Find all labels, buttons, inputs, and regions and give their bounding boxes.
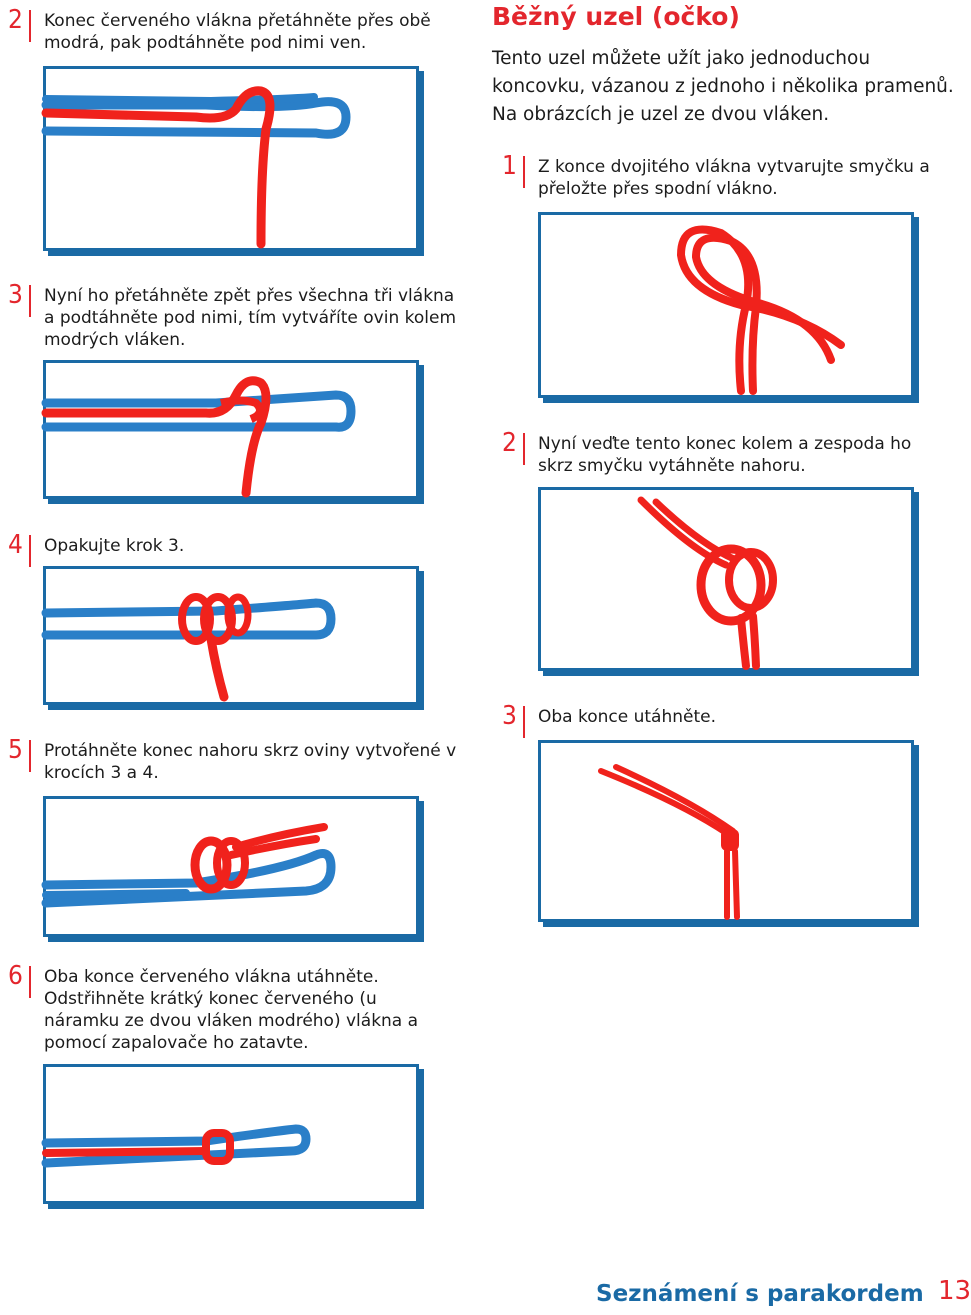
step-number: 5: [8, 735, 23, 765]
page-number: 13: [938, 1276, 971, 1306]
step-divider: [523, 156, 525, 188]
footer-section-title: Seznámení s parakordem: [596, 1281, 924, 1307]
knot-illustration: [676, 225, 845, 395]
knot-illustration: [41, 1124, 311, 1168]
step-text: Oba konce červeného vlákna utáhněte. Ods…: [44, 967, 419, 1053]
knot-photo-right-3: [538, 740, 914, 922]
left-step-6-caption: 6 Oba konce červeného vlákna utáhněte. O…: [8, 962, 468, 1058]
step-text: Nyní veďte tento konec kolem a zespoda h…: [538, 434, 912, 476]
right-step-1-caption: 1 Z konce dvojitého vlákna vytvarujte sm…: [502, 152, 942, 206]
knot-photo-left-2: [41, 66, 419, 251]
step-number: 4: [8, 530, 23, 560]
step-number: 2: [502, 428, 517, 458]
knot-photo-right-2: [538, 487, 914, 671]
step-divider: [29, 285, 31, 317]
step-divider: [523, 433, 525, 465]
knot-illustration: [637, 496, 777, 670]
right-step-3-caption: 3 Oba konce utáhněte.: [502, 702, 942, 738]
step-text: Opakujte krok 3.: [44, 536, 185, 556]
step-number: 3: [8, 280, 23, 310]
knot-illustration: [41, 376, 356, 498]
step-text: Z konce dvojitého vlákna vytvarujte smyč…: [538, 157, 930, 199]
knot-illustration: [41, 593, 336, 702]
step-number: 3: [502, 701, 517, 731]
right-step-2-caption: 2 Nyní veďte tento konec kolem a zespoda…: [502, 429, 942, 483]
step-divider: [523, 706, 525, 738]
knot-photo-left-6: [41, 1064, 419, 1204]
knot-photo-left-3: [41, 360, 419, 499]
step-number: 6: [8, 961, 23, 991]
step-text: Oba konce utáhněte.: [538, 707, 717, 727]
knot-illustration: [41, 823, 336, 908]
intro-paragraph: Tento uzel můžete užít jako jednoduchou …: [492, 48, 954, 125]
knot-illustration: [598, 764, 740, 920]
knot-photo-left-5: [41, 796, 419, 937]
page-title: Běžný uzel (očko): [492, 2, 740, 31]
knot-photo-left-4: [41, 566, 419, 705]
left-step-3-caption: 3 Nyní ho přetáhněte zpět přes všechna t…: [8, 281, 468, 355]
step-divider: [29, 740, 31, 772]
step-text: Nyní ho přetáhněte zpět přes všechna tři…: [44, 286, 457, 350]
step-divider: [29, 535, 31, 567]
knot-illustration: [41, 86, 351, 249]
step-text: Konec červeného vlákna přetáhněte přes o…: [44, 11, 431, 53]
step-text: Protáhněte konec nahoru skrz oviny vytvo…: [44, 741, 457, 783]
step-divider: [29, 10, 31, 42]
step-number: 2: [8, 5, 23, 35]
left-step-2-caption: 2 Konec červeného vlákna přetáhněte přes…: [8, 6, 468, 60]
step-number: 1: [502, 151, 517, 181]
left-step-5-caption: 5 Protáhněte konec nahoru skrz oviny vyt…: [8, 736, 468, 790]
step-divider: [29, 966, 31, 998]
left-step-4-caption: 4 Opakujte krok 3.: [8, 531, 468, 567]
knot-photo-right-1: [538, 212, 914, 398]
